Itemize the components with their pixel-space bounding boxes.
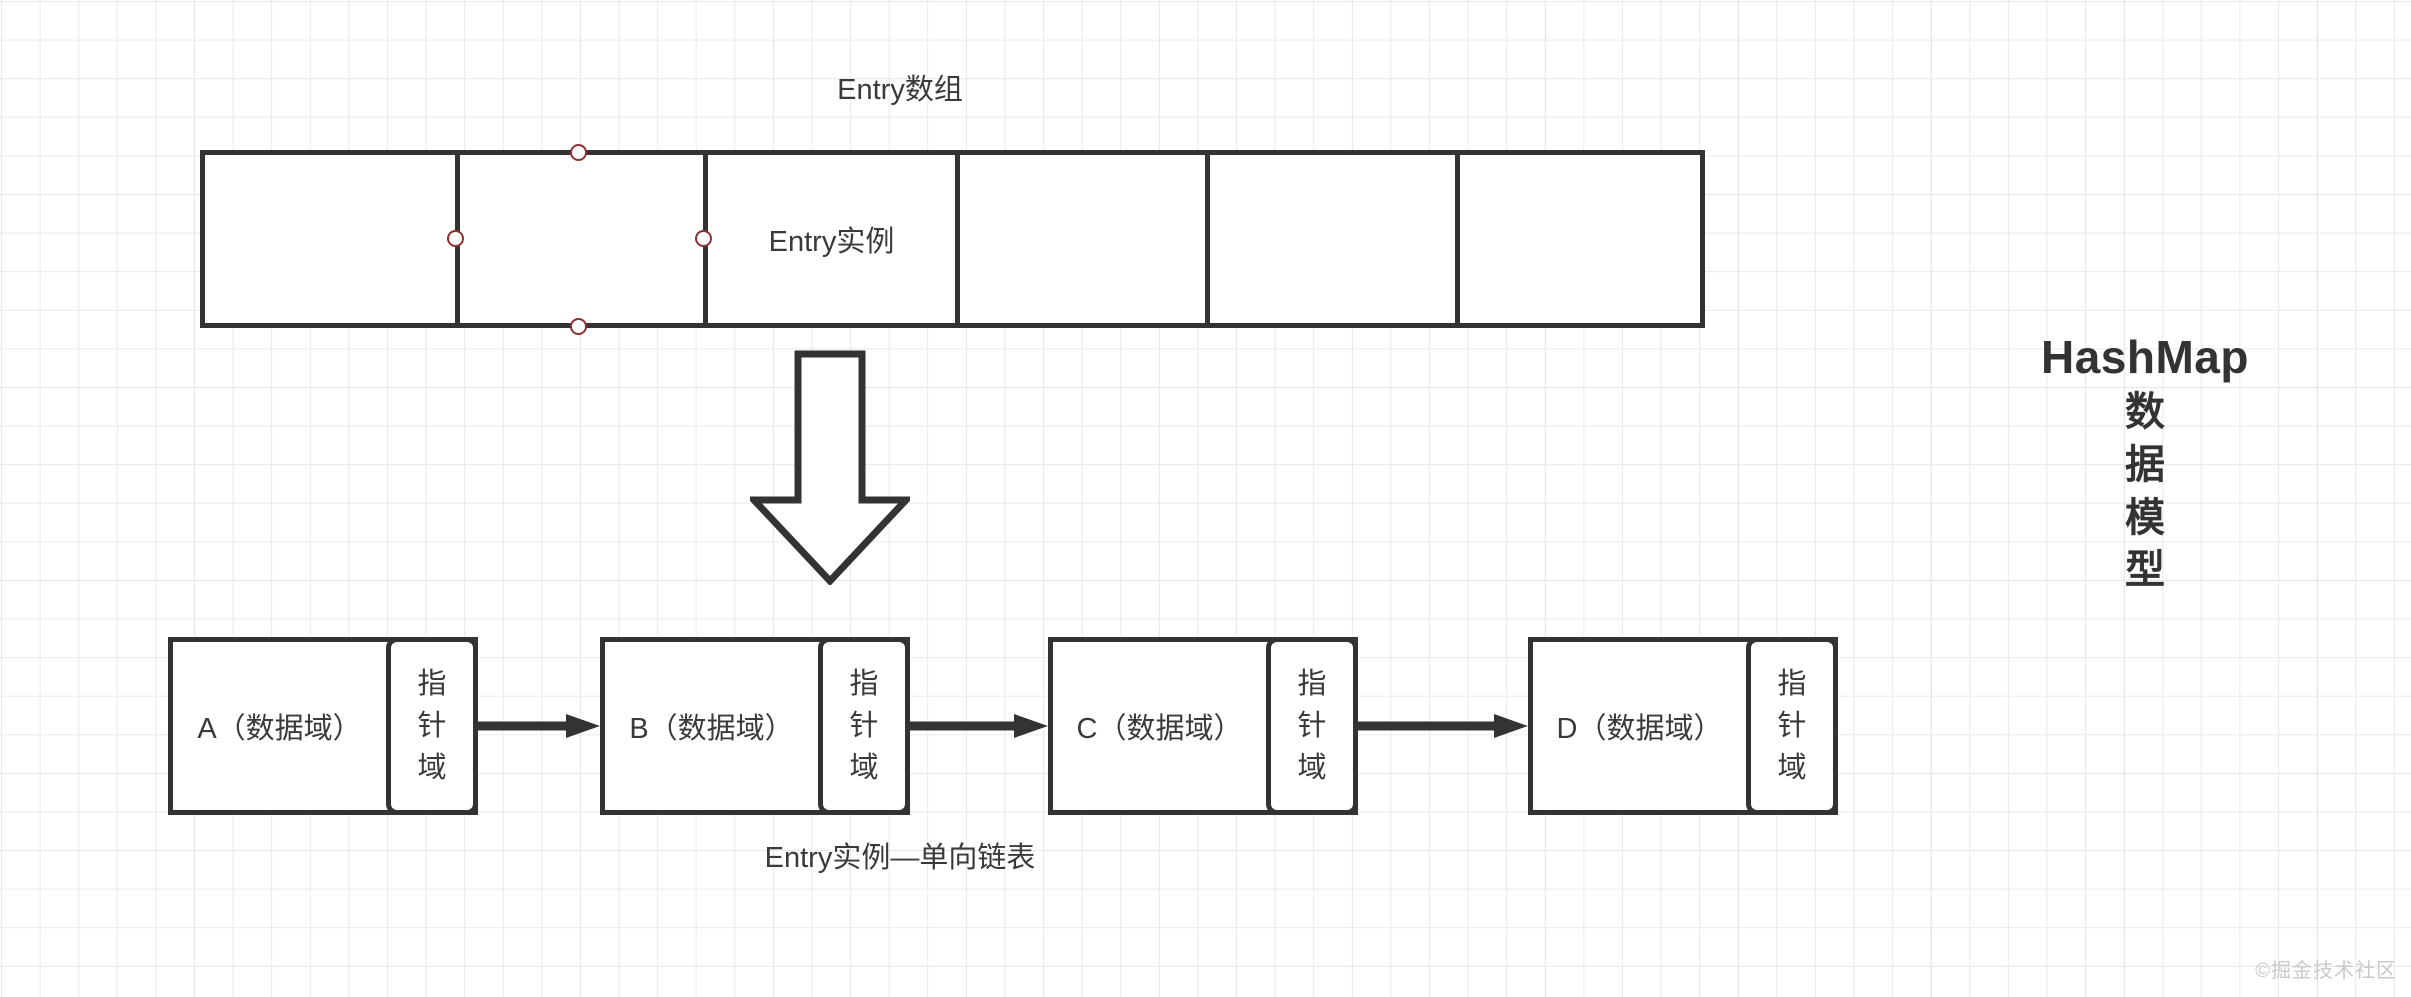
connector-a-b xyxy=(478,714,600,738)
right-handle[interactable] xyxy=(695,230,712,247)
title-char-0: 数 xyxy=(2125,390,2165,434)
left-handle[interactable] xyxy=(447,230,464,247)
list-node-c-data: C（数据域） xyxy=(1076,713,1243,745)
bottom-handle[interactable] xyxy=(570,318,587,335)
list-node-d-pointer: 指 针 域 xyxy=(1746,637,1838,815)
watermark: ©掘金技术社区 xyxy=(2255,960,2397,982)
list-node-b-pointer: 指 针 域 xyxy=(818,637,910,815)
pointer-char-2: 域 xyxy=(849,752,879,785)
connector-c-d xyxy=(1358,714,1528,738)
entry-array-caption: Entry数组 xyxy=(837,74,963,106)
pointer-char-1: 针 xyxy=(1777,709,1807,742)
pointer-char-2: 域 xyxy=(1297,752,1327,785)
list-node-b[interactable]: B（数据域） 指 针 域 xyxy=(600,637,910,815)
array-cell-4[interactable] xyxy=(1210,155,1460,323)
title-char-2: 模 xyxy=(2125,495,2165,540)
connector-b-c xyxy=(910,714,1048,738)
array-cell-2[interactable]: Entry实例 xyxy=(708,155,960,323)
title-vertical: 数 据 模 型 xyxy=(1980,386,2310,597)
list-node-d-data: D（数据域） xyxy=(1556,713,1723,745)
pointer-char-0: 指 xyxy=(849,667,879,700)
list-node-a-pointer: 指 针 域 xyxy=(386,637,478,815)
pointer-char-0: 指 xyxy=(417,667,447,700)
array-cell-3[interactable] xyxy=(960,155,1210,323)
title-char-1: 据 xyxy=(2125,442,2165,487)
title-main: HashMap xyxy=(2041,331,2249,383)
pointer-char-2: 域 xyxy=(417,752,447,785)
list-node-a[interactable]: A（数据域） 指 针 域 xyxy=(168,637,478,815)
pointer-char-1: 针 xyxy=(849,709,879,742)
top-handle[interactable] xyxy=(570,144,587,161)
title-char-3: 型 xyxy=(2125,548,2165,593)
list-node-d[interactable]: D（数据域） 指 针 域 xyxy=(1528,637,1838,815)
array-cell-2-label: Entry实例 xyxy=(768,226,895,258)
list-node-c[interactable]: C（数据域） 指 针 域 xyxy=(1048,637,1358,815)
pointer-char-1: 针 xyxy=(417,709,447,742)
list-node-b-data: B（数据域） xyxy=(629,713,794,745)
array-cell-5[interactable] xyxy=(1460,155,1700,323)
diagram-title: HashMap 数 据 模 型 xyxy=(1980,330,2310,597)
list-node-a-data: A（数据域） xyxy=(197,713,362,745)
down-arrow-icon xyxy=(750,350,910,585)
pointer-char-2: 域 xyxy=(1777,752,1807,785)
list-node-c-pointer: 指 针 域 xyxy=(1266,637,1358,815)
pointer-char-1: 针 xyxy=(1297,709,1327,742)
pointer-char-0: 指 xyxy=(1777,667,1807,700)
array-cell-0[interactable] xyxy=(205,155,460,323)
array-cell-1-selected[interactable] xyxy=(460,155,708,323)
pointer-char-0: 指 xyxy=(1297,667,1327,700)
linked-list-caption: Entry实例—单向链表 xyxy=(764,842,1036,874)
entry-array: Entry实例 xyxy=(200,150,1705,328)
